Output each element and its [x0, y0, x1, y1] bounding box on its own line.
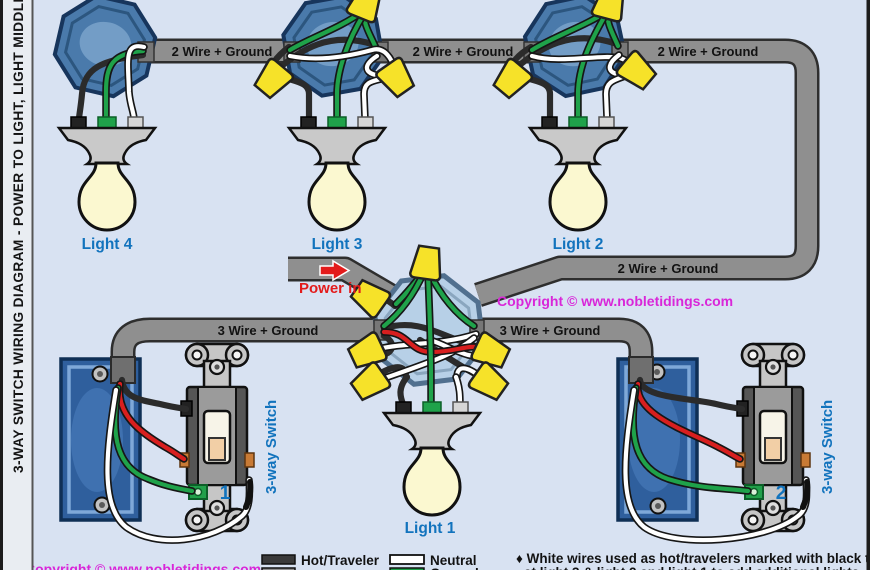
switch1-number: 1 — [220, 483, 231, 504]
green-wire — [631, 385, 751, 494]
green-wire — [103, 48, 146, 121]
cable-switch2-3wire — [475, 317, 654, 380]
legend-neutral-label: Neutral — [430, 553, 477, 568]
copyright-center: Copyright © www.nobletidings.com — [497, 293, 733, 309]
green-wire — [425, 271, 434, 407]
left-border — [0, 0, 3, 570]
black-wire — [273, 36, 379, 74]
power-in-label: Power in — [299, 280, 362, 297]
wire-nut-icon — [346, 359, 393, 406]
switch1-box — [59, 356, 142, 522]
black-wire — [512, 35, 621, 72]
light2-fixture — [528, 115, 628, 232]
light3-label: Light 3 — [312, 236, 363, 253]
cable-label-seg1: 2 Wire + Ground — [172, 44, 273, 59]
legend-ground-swatch-clipped — [389, 567, 425, 570]
cable-switch1-3wire — [110, 317, 390, 380]
legend-swatch-clipped — [261, 567, 296, 570]
switch2-label: 3-way Switch — [819, 400, 836, 494]
cable-light2-loop — [474, 38, 820, 307]
wire-nut-icon — [488, 56, 535, 103]
cable-label-right3w: 3 Wire + Ground — [500, 323, 601, 338]
power-in-arrow-icon — [319, 259, 351, 282]
right-border — [866, 0, 870, 570]
black-wire — [397, 373, 411, 408]
black-tape-mark — [243, 479, 254, 510]
title-strip — [2, 0, 33, 570]
legend-hot-swatch — [261, 554, 296, 565]
diagram-title: 3-WAY SWITCH WIRING DIAGRAM - POWER TO L… — [10, 0, 26, 473]
switch2-device — [734, 342, 812, 533]
light3-fixture — [287, 115, 387, 232]
white-wire — [287, 47, 398, 72]
cable-label-seg3: 2 Wire + Ground — [658, 44, 759, 59]
wires-switch2 — [621, 376, 811, 544]
switch1-label: 3-way Switch — [263, 400, 280, 494]
light4-fixture — [57, 115, 157, 232]
legend-ground-label: Ground — [430, 566, 479, 570]
title-strip-divider — [31, 0, 34, 570]
cable-label-seg4: 2 Wire + Ground — [618, 261, 719, 276]
red-wire — [117, 381, 187, 462]
switch2-box — [616, 356, 699, 522]
legend: Hot/Traveler Neutral Ground — [261, 553, 479, 570]
note-line1: ♦ White wires used as hot/travelers mark… — [516, 551, 870, 566]
light1-fixture — [382, 400, 482, 517]
cable-label-seg2: 2 Wire + Ground — [413, 44, 514, 59]
green-wire — [113, 385, 195, 494]
wire-nut-icon — [466, 359, 513, 406]
switch1-device — [178, 342, 256, 533]
black-wire — [636, 376, 746, 413]
cable-label-left3w: 3 Wire + Ground — [218, 323, 319, 338]
white-wire — [368, 335, 477, 386]
legend-neutral-swatch — [389, 554, 425, 565]
copyright-bottom: Copyright © www.nobletidings.com — [25, 561, 261, 570]
light1-label: Light 1 — [405, 520, 456, 537]
wire-nut-icon — [408, 243, 446, 283]
black-tape-mark — [800, 479, 811, 510]
legend-hot-label: Hot/Traveler — [301, 553, 380, 568]
wires-light4 — [75, 42, 148, 122]
black-wire — [118, 376, 190, 413]
switch2-number: 2 — [776, 483, 787, 504]
note-line2: at light 3 & light 2 and light 1 to add … — [524, 565, 859, 570]
light2-label: Light 2 — [553, 236, 604, 253]
white-wire — [125, 44, 147, 121]
light4-label: Light 4 — [82, 236, 133, 253]
red-wire — [635, 381, 743, 462]
wires-switch1 — [103, 376, 254, 544]
